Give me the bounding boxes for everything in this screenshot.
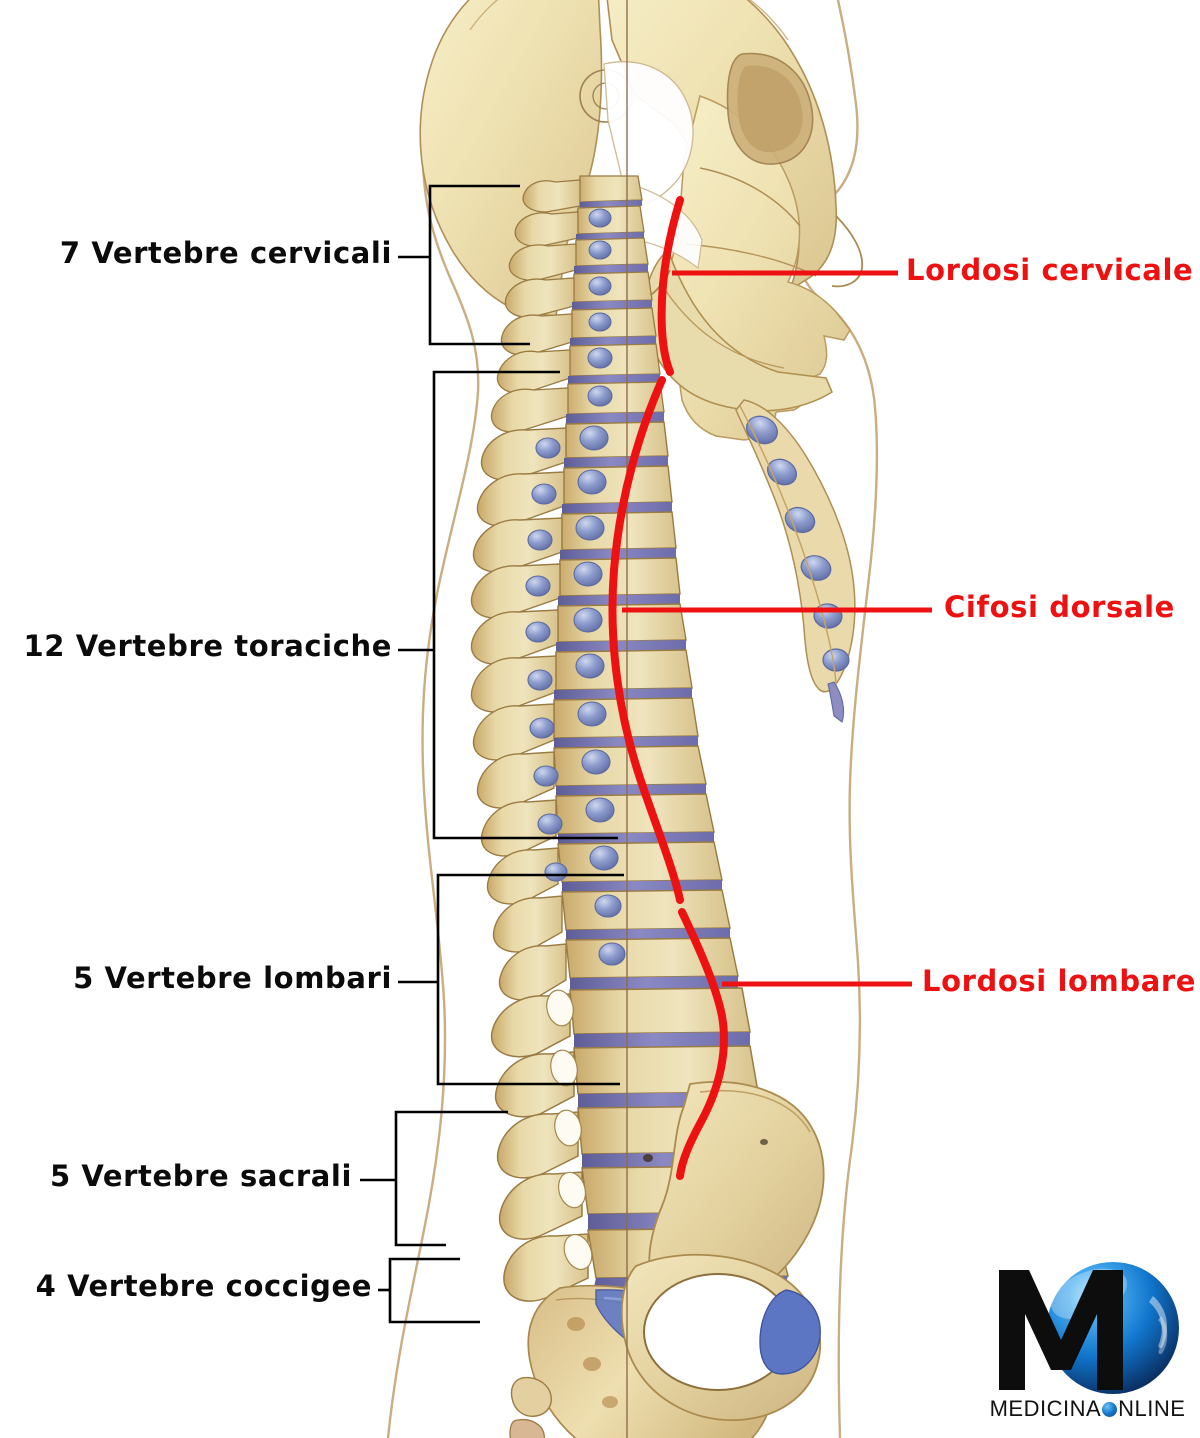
sternum [735, 399, 856, 723]
label-lordosi-cervicale: Lordosi cervicale [906, 253, 1193, 287]
label-thoracic-vertebrae: 12 Vertebre toraciche [0, 629, 392, 663]
label-brackets [360, 184, 624, 1324]
label-coccygeal-text: 4 Vertebre coccigee [35, 1269, 372, 1303]
label-cifosi-dorsale-text: Cifosi dorsale [944, 590, 1175, 624]
logo-wordmark: MEDICINA NLINE [985, 1396, 1190, 1422]
label-lordosi-cervicale-text: Lordosi cervicale [906, 253, 1194, 287]
skull [419, 0, 864, 441]
red-leader-lines [622, 270, 932, 987]
watermark-logo: MEDICINA NLINE [985, 1258, 1190, 1433]
thoracic-vertebrae [470, 421, 739, 1001]
spinal-curve-red [608, 196, 728, 1180]
pelvis [620, 1081, 825, 1421]
label-lumbar-text: 5 Vertebre lombari [73, 961, 392, 995]
bracket-cervical [428, 184, 530, 346]
label-sacral-text: 5 Vertebre sacrali [49, 1159, 352, 1193]
label-coccygeal-vertebrae: 4 Vertebre coccigee [0, 1269, 372, 1303]
label-lordosi-lombare: Lordosi lombare [922, 964, 1196, 998]
logo-wordmark-right: NLINE [1118, 1396, 1186, 1421]
logo-letter-m [999, 1270, 1123, 1390]
label-cifosi-dorsale: Cifosi dorsale [944, 590, 1175, 624]
curve-thoracic [608, 376, 684, 904]
curve-cervical [657, 196, 684, 376]
coccyx [509, 1376, 552, 1438]
label-sacral-vertebrae: 5 Vertebre sacrali [0, 1159, 352, 1193]
logo-o-sphere-icon [1102, 1402, 1118, 1417]
bracket-sacral [394, 1110, 508, 1247]
curve-lumbar [676, 908, 728, 1180]
label-lumbar-vertebrae: 5 Vertebre lombari [0, 961, 392, 995]
logo-mark [999, 1262, 1179, 1394]
bracket-lumbar [436, 873, 624, 1086]
label-cervical-vertebrae: 7 Vertebre cervicali [0, 236, 392, 270]
label-cervical-text: 7 Vertebre cervicali [59, 236, 392, 270]
logo-wordmark-left: MEDICINA [989, 1396, 1102, 1421]
label-thoracic-text: 12 Vertebre toraciche [23, 629, 392, 663]
bracket-coccygeal [388, 1257, 480, 1324]
bracket-thoracic [432, 370, 618, 840]
cervical-vertebrae [490, 175, 665, 433]
label-lordosi-lombare-text: Lordosi lombare [922, 964, 1197, 998]
